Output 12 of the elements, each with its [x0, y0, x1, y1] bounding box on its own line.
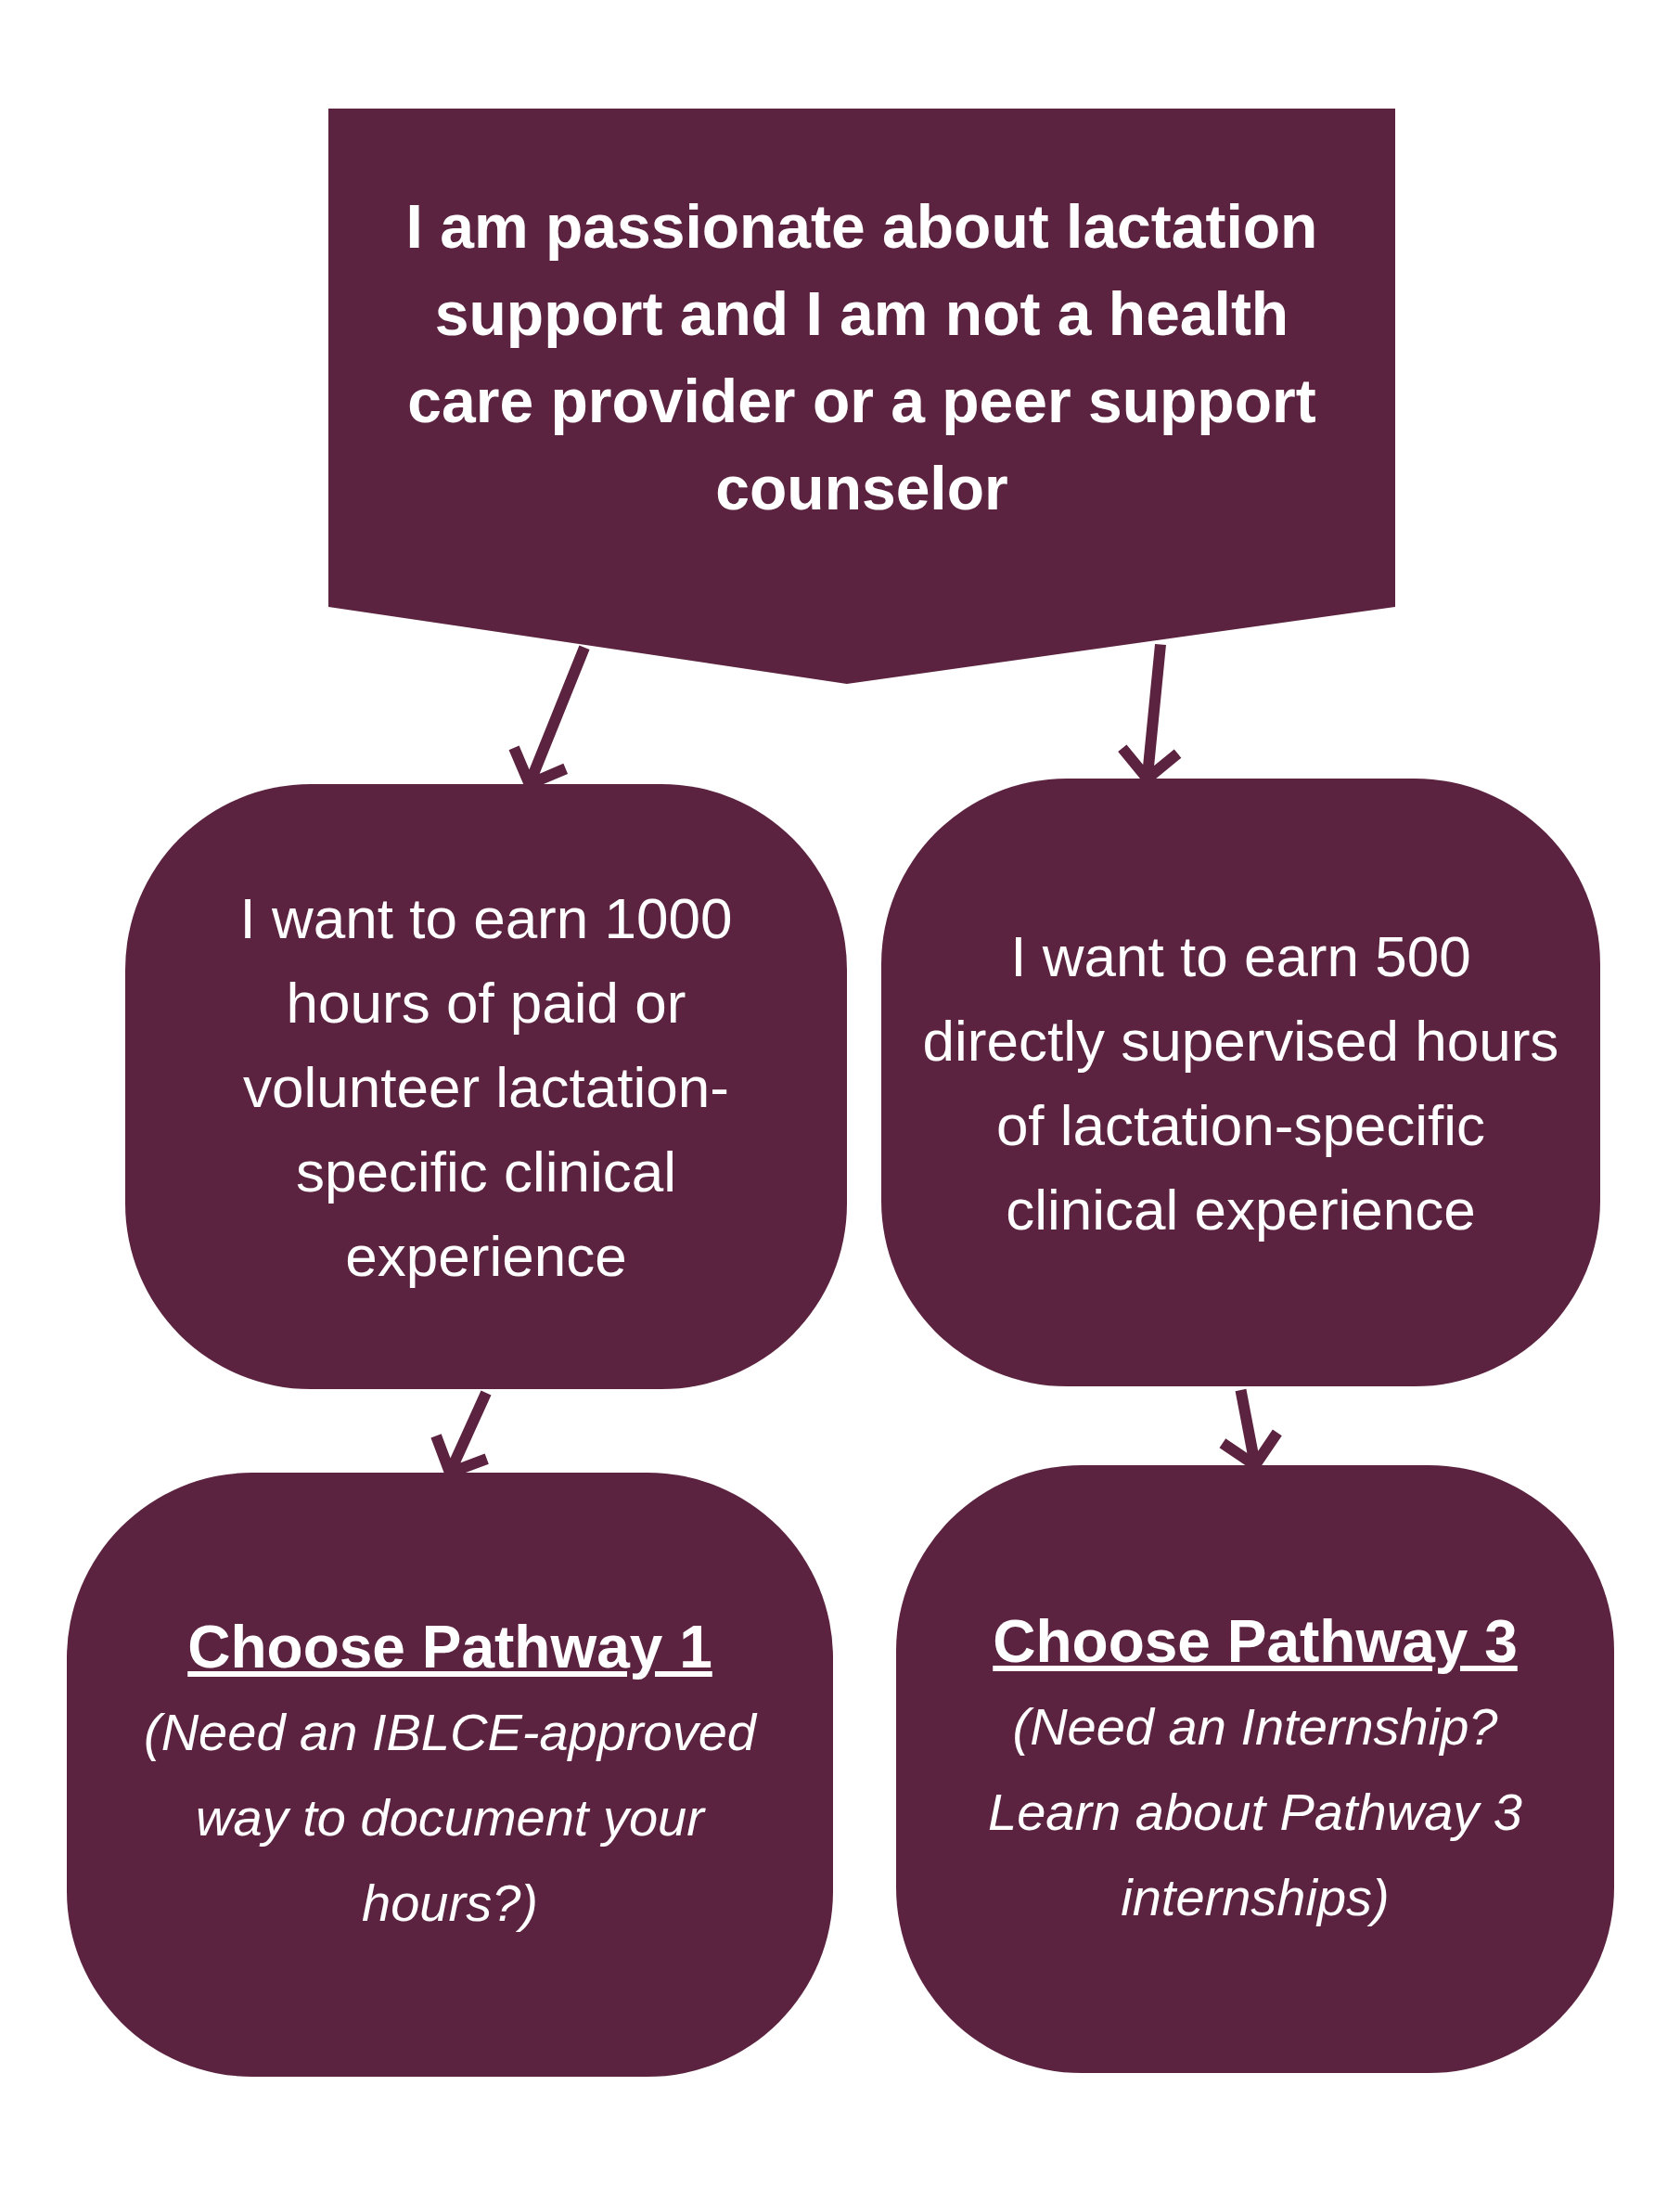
box-text: I am passionate about lactation support and I am not a health care provider or a peer support counselor [404, 191, 1319, 524]
pathway-heading: Choose Pathway 1 [187, 1612, 712, 1682]
box-text: (Need an Internship? Learn about Pathway 3 internships) [987, 1695, 1523, 1928]
box-text: (Need an IBLCE-approved way to document your hours?) [143, 1701, 759, 1934]
box-text: I want to earn 500 directly supervised hours of lactation-specific clinical experience [921, 922, 1560, 1243]
rounded-box [125, 784, 847, 1389]
banner-shape [328, 109, 1395, 684]
rounded-box [881, 779, 1600, 1386]
rounded-box [896, 1465, 1614, 2073]
pathway-heading: Choose Pathway 3 [993, 1606, 1518, 1677]
box-text: I want to earn 1000 hours of paid or volunteer lactation-specific clinical experience [238, 884, 734, 1290]
rounded-box [67, 1473, 833, 2077]
